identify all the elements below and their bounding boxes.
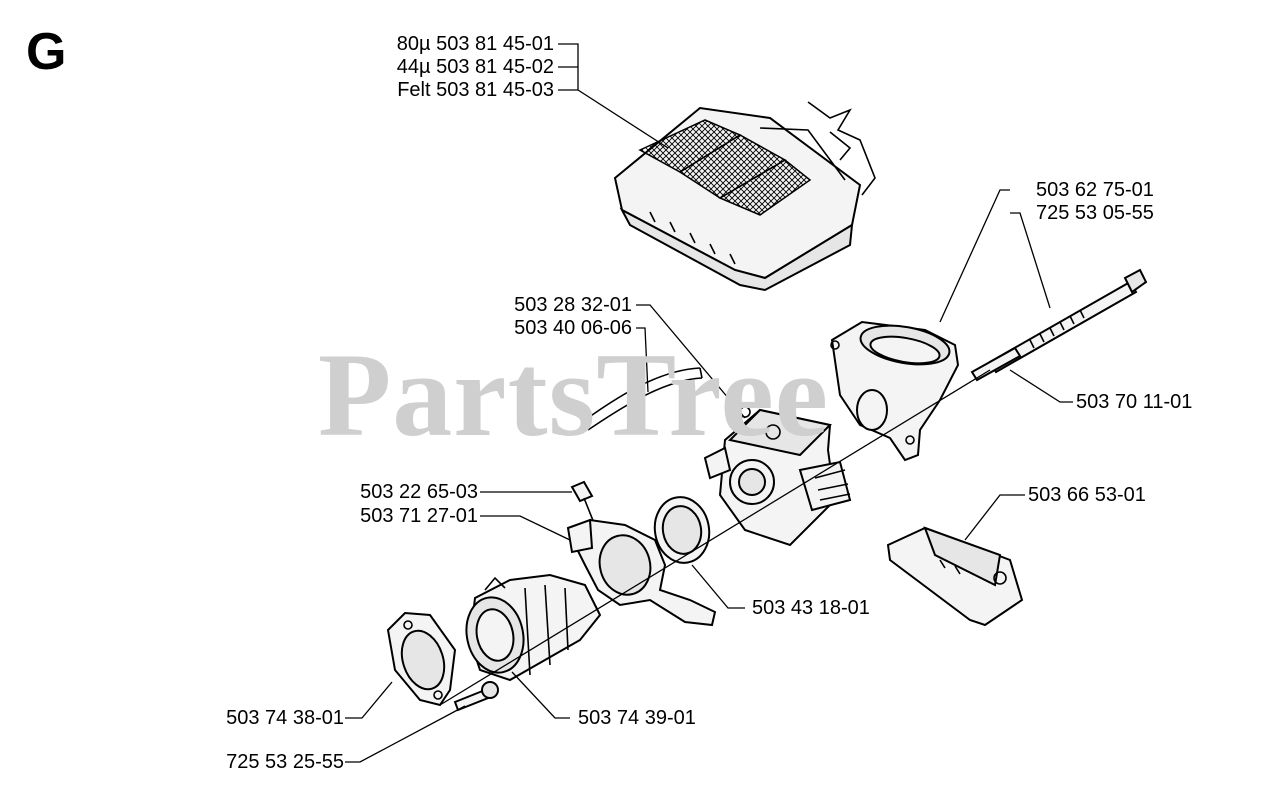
support-clamp-part — [566, 518, 717, 627]
carburetor-part — [703, 406, 852, 547]
screw-part — [453, 681, 499, 712]
label-filter-felt: Felt 503 81 45-03 — [397, 79, 554, 101]
label-503-28-32-01: 503 28 32-01 — [514, 294, 632, 316]
choke-control-part — [886, 526, 1024, 627]
label-503-74-39-01: 503 74 39-01 — [578, 707, 696, 729]
section-letter: G — [26, 23, 67, 81]
watermark-text: PartsTree — [318, 328, 829, 461]
gasket-ring-part — [653, 496, 711, 564]
label-503-70-11-01: 503 70 11-01 — [1076, 391, 1193, 413]
label-503-71-27-01: 503 71 27-01 — [360, 505, 478, 527]
label-503-43-18-01: 503 43 18-01 — [752, 597, 870, 619]
leader-lines — [345, 43, 1073, 763]
label-503-66-53-01: 503 66 53-01 — [1028, 484, 1146, 506]
label-503-74-38-01: 503 74 38-01 — [226, 707, 344, 729]
intake-boot-part — [465, 573, 602, 682]
label-725-53-25-55: 725 53 25-55 — [226, 751, 344, 773]
label-filter-80: 80µ 503 81 45-01 — [396, 33, 554, 55]
air-filter-part — [613, 101, 876, 292]
label-filter-44: 44µ 503 81 45-02 — [396, 56, 554, 78]
pin-part — [970, 346, 1022, 382]
label-503-40-06-06: 503 40 06-06 — [514, 317, 632, 339]
flange-gasket-part — [386, 611, 457, 707]
fuel-hose-part — [582, 367, 703, 431]
assembly-axis-line — [439, 369, 991, 706]
intake-adapter-part — [830, 320, 960, 462]
label-725-53-05-55: 725 53 05-55 — [1036, 202, 1154, 224]
label-503-62-75-01: 503 62 75-01 — [1036, 179, 1154, 201]
label-503-22-65-03: 503 22 65-03 — [360, 481, 478, 503]
